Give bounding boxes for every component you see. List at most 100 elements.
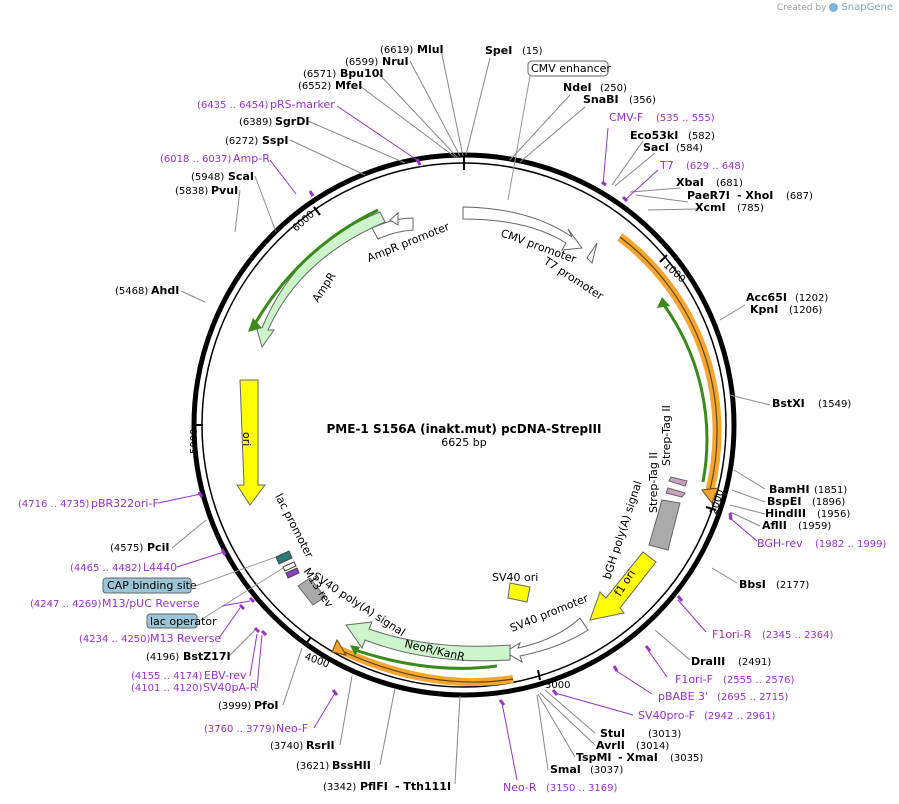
primer-prs-marker-range: (6435 .. 6454) <box>197 100 269 111</box>
tick-label-5000: 5000 <box>189 429 200 454</box>
primer-bgh-rev: BGH-rev <box>757 537 803 550</box>
site-nrui: NruI <box>382 55 409 68</box>
site-pcii-pos: (4575) <box>110 543 143 554</box>
site-xhoi-pos: (687) <box>786 191 813 202</box>
tick-label-4000: 4000 <box>303 651 331 670</box>
site-smai: SmaI <box>550 763 581 776</box>
site-mfei-pos: (6552) <box>298 81 331 92</box>
primer-pbabe3: pBABE 3' <box>658 690 708 703</box>
strep-tag-arrow-1 <box>668 476 688 487</box>
site-sgrdi: SgrDI <box>275 115 309 128</box>
site-ndei: NdeI <box>563 81 592 94</box>
restriction-site-labels: SpeI (15) NdeI (250) SnaBI (356) Eco53kI… <box>110 43 851 793</box>
bgh-polya-box <box>648 499 681 551</box>
site-bamhi-pos: (1851) <box>814 485 847 496</box>
primer-pbr322ori-f-range: (4716 .. 4735) <box>18 499 90 510</box>
tick-1000 <box>659 254 668 263</box>
site-snabi: SnaBI <box>583 93 619 106</box>
site-hindiii-pos: (1956) <box>817 509 850 520</box>
primer-m13-puc-reverse: M13/pUC Reverse <box>102 597 200 610</box>
primer-pbabe3-range: (2695 .. 2715) <box>717 692 789 703</box>
site-bstz17i: BstZ17I <box>183 650 231 663</box>
site-eco53ki: Eco53kI <box>630 129 678 142</box>
site-hindiii: HindIII <box>765 507 806 520</box>
strep-tag-arrow-2 <box>665 487 686 498</box>
site-sgrdi-pos: (6389) <box>239 117 272 128</box>
site-xcmi: XcmI <box>695 201 726 214</box>
site-xmai: - XmaI <box>618 751 658 764</box>
site-pfoi-pos: (3999) <box>218 701 251 712</box>
lac-operator-label: lac operator <box>150 615 217 628</box>
cmv-promoter-arrow <box>462 206 583 251</box>
primer-cmv-f: CMV-F <box>609 111 643 124</box>
tick-6000 <box>313 206 321 216</box>
site-bstxi: BstXI <box>772 397 805 410</box>
ori-arrow <box>236 379 266 506</box>
m13-rev-box <box>285 567 300 579</box>
primer-neo-r: Neo-R <box>503 781 537 794</box>
site-smai-pos: (3037) <box>590 765 623 776</box>
primer-m13-reverse: M13 Reverse <box>150 632 221 645</box>
site-scai-pos: (5948) <box>191 172 224 183</box>
site-xbai: XbaI <box>676 176 704 189</box>
site-bpu10i: Bpu10I <box>340 67 384 80</box>
primer-markers <box>197 158 733 706</box>
site-aflii-pos: (1959) <box>798 521 831 532</box>
cmv-enhancer-label: CMV enhancer <box>531 62 611 75</box>
site-bspei-pos: (1896) <box>812 497 845 508</box>
primer-sv40pro-f-range: (2942 .. 2961) <box>704 711 776 722</box>
site-ahdi: AhdI <box>151 284 179 297</box>
tick-2000 <box>705 506 717 511</box>
primer-m13-reverse-range: (4234 .. 4250) <box>79 634 151 645</box>
neo-kan-arrow <box>345 621 511 662</box>
primer-f1ori-f-range: (2555 .. 2576) <box>723 675 795 686</box>
plasmid-size: 6625 bp <box>441 436 486 449</box>
lac-operator-callout-box <box>146 613 198 629</box>
site-sspi-pos: (6272) <box>225 136 258 147</box>
tick-label-3000: 3000 <box>545 680 570 691</box>
site-sspi: SspI <box>262 134 288 147</box>
sv40-ori-label: SV40 ori <box>492 571 538 584</box>
primer-m13-puc-reverse-range: (4247 .. 4269) <box>30 599 102 610</box>
ampr-green-arc <box>254 208 379 323</box>
cap-binding-site-label: CAP binding site <box>107 579 197 592</box>
primer-amp-r-range: (6018 .. 6037) <box>160 154 232 165</box>
site-xcmi-pos: (785) <box>737 203 764 214</box>
site-bamhi: BamHI <box>769 483 810 496</box>
site-stui: StuI <box>600 727 625 740</box>
sv40-ori-box <box>507 582 531 603</box>
site-pfoi: PfoI <box>254 699 279 712</box>
site-pvui-pos: (5838) <box>175 186 208 197</box>
lac-operator-box <box>282 561 297 572</box>
primer-f1ori-r: F1ori-R <box>712 628 752 641</box>
strep-tag-label-1: Strep-Tag II <box>660 405 673 466</box>
primer-cmv-f-range: (535 .. 555) <box>656 113 715 124</box>
site-saci-pos: (584) <box>676 143 703 154</box>
primer-bgh-rev-range: (1982 .. 1999) <box>815 539 887 550</box>
primer-neo-f: Neo-F <box>276 722 308 735</box>
site-ndei-pos: (250) <box>600 83 627 94</box>
site-spei-pos: (15) <box>522 46 543 57</box>
ampr-promoter-arrow <box>371 217 414 240</box>
primer-labels: CMV-F (535 .. 555) T7 (629 .. 648) BGH-r… <box>18 98 887 794</box>
orf-green-arc-bottom <box>354 648 498 670</box>
f1-ori-arrow <box>589 551 657 621</box>
primer-t7: T7 <box>659 159 674 172</box>
site-pflfi: PflFI <box>360 780 388 793</box>
site-rsrii-pos: (3740) <box>270 741 303 752</box>
site-acc65i: Acc65I <box>746 291 787 304</box>
primer-t7-range: (629 .. 648) <box>686 161 745 172</box>
site-rsrii: RsrII <box>306 739 335 752</box>
site-pcii: PciI <box>147 541 169 554</box>
site-draiii: DraIII <box>691 655 725 668</box>
site-saci: SacI <box>643 141 669 154</box>
site-acc65i-pos: (1202) <box>795 293 828 304</box>
primer-pbr322ori-f: pBR322ori-F <box>91 497 159 510</box>
site-mfei: MfeI <box>335 79 362 92</box>
snapgene-brand-label: SnapGene <box>841 2 893 13</box>
features: CMV promoter T7 promoter Strep-Tag II St… <box>102 60 722 687</box>
site-mlui: MluI <box>417 43 444 56</box>
site-paer7i: PaeR7I <box>687 189 730 202</box>
site-bspei: BspEI <box>767 495 801 508</box>
snapgene-badge: Created by SnapGene <box>777 2 893 13</box>
